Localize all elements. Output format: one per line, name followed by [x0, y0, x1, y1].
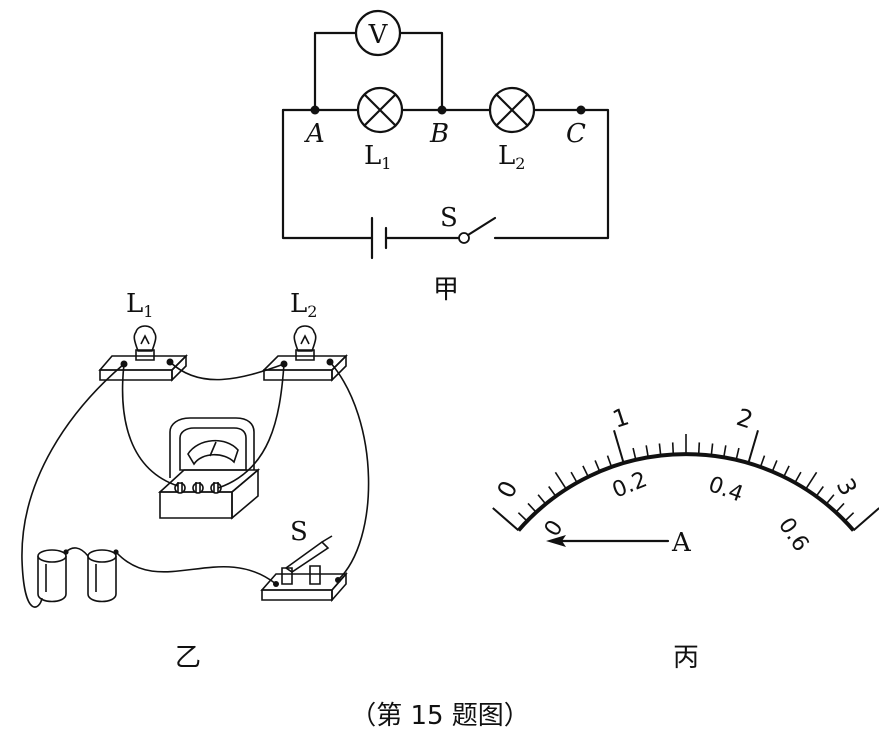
dial-tick	[606, 455, 613, 468]
wire-l1-to-l2	[169, 361, 285, 381]
voltmeter-label: V	[368, 20, 389, 50]
wiring-l1-label: L1	[126, 289, 153, 321]
dial-tick	[815, 486, 824, 497]
wire-l1-to-battery	[21, 363, 125, 608]
battery-symbol	[370, 216, 388, 260]
caption-jia: 甲	[433, 275, 459, 305]
lamp-l2-holder	[262, 349, 348, 382]
dial-arc	[516, 452, 856, 532]
dial-tick	[852, 507, 879, 532]
wire-voltmeter-branch	[313, 31, 444, 112]
ammeter-dial: 0 1 2 3 0 0.2 0.4 0.6 A 丙	[492, 402, 879, 673]
outer-scale-0: 0	[492, 476, 524, 503]
inner-scale-02: 0.2	[609, 467, 651, 503]
battery-cell-1	[37, 549, 69, 603]
lamp-l2-label: L2	[498, 141, 525, 173]
wire-left	[281, 108, 374, 240]
wire-l2-to-meter	[217, 363, 285, 489]
dial-tick	[723, 445, 727, 458]
caption-yi: 乙	[175, 643, 201, 673]
dial-tick	[632, 447, 637, 460]
wire-top-right	[493, 108, 610, 240]
outer-scale-1: 1	[609, 402, 632, 433]
dial-tick	[697, 442, 701, 455]
outer-scale-2: 2	[733, 403, 756, 434]
lamp-l1-holder	[98, 349, 188, 382]
dial-tick	[492, 507, 520, 532]
dial-tick	[844, 512, 855, 522]
switch-label: S	[440, 203, 458, 233]
dial-tick	[794, 471, 802, 483]
battery-cell-2	[87, 549, 119, 603]
switch-symbol	[458, 216, 497, 244]
dial-tick	[537, 494, 547, 505]
dial-ticks	[492, 430, 879, 532]
dial-tick	[747, 430, 759, 464]
wire-battery-link	[65, 547, 89, 557]
dial-tick	[548, 486, 557, 497]
junction-b	[437, 105, 447, 115]
junction-a	[310, 105, 320, 115]
bulb-l1	[133, 325, 157, 352]
schematic-diagram: V A B C L1 L2 S 甲	[281, 9, 610, 305]
dial-tick	[735, 447, 740, 460]
dial-tick	[527, 502, 537, 513]
voltmeter-symbol: V	[354, 9, 402, 57]
inner-scale-04: 0.4	[705, 472, 746, 507]
dial-tick	[783, 465, 790, 478]
bulb-l2	[293, 325, 317, 352]
pointer-arrow-head	[546, 535, 566, 547]
wire-battery-to-switch	[115, 551, 277, 585]
wiring-l2-label: L2	[290, 289, 317, 321]
inner-scale-06: 0.6	[773, 513, 813, 556]
dial-tick	[771, 460, 778, 472]
dial-tick	[570, 471, 578, 483]
wire-l2-to-switch	[329, 361, 370, 581]
outer-scale-3: 3	[831, 474, 863, 501]
point-b-label: B	[429, 119, 449, 149]
wiring-diagram: L1 L2	[21, 289, 370, 673]
figure-caption: （第 15 题图）	[350, 701, 530, 731]
dial-tick	[759, 455, 766, 468]
point-a-label: A	[304, 119, 325, 149]
dial-tick	[825, 494, 835, 505]
caption-bing: 丙	[673, 643, 699, 673]
dial-tick	[594, 460, 601, 472]
lamp-l1-symbol	[356, 86, 404, 134]
dial-tick	[554, 471, 567, 490]
dial-tick	[671, 442, 675, 455]
dial-tick	[613, 430, 625, 464]
lamp-l2-symbol	[488, 86, 536, 134]
wiring-switch-label: S	[290, 517, 308, 547]
dial-tick	[517, 512, 528, 522]
dial-tick	[645, 445, 649, 458]
dial-tick	[805, 471, 818, 490]
dial-tick	[658, 443, 662, 456]
meter-device	[157, 417, 261, 520]
dial-tick	[582, 465, 589, 478]
wire-l1-to-meter	[121, 363, 179, 487]
dial-tick	[710, 443, 714, 456]
dial-tick	[835, 502, 845, 513]
lamp-l1-label: L1	[364, 141, 391, 173]
junction-c	[576, 105, 586, 115]
point-c-label: C	[566, 119, 586, 149]
unit-label: A	[671, 528, 692, 558]
